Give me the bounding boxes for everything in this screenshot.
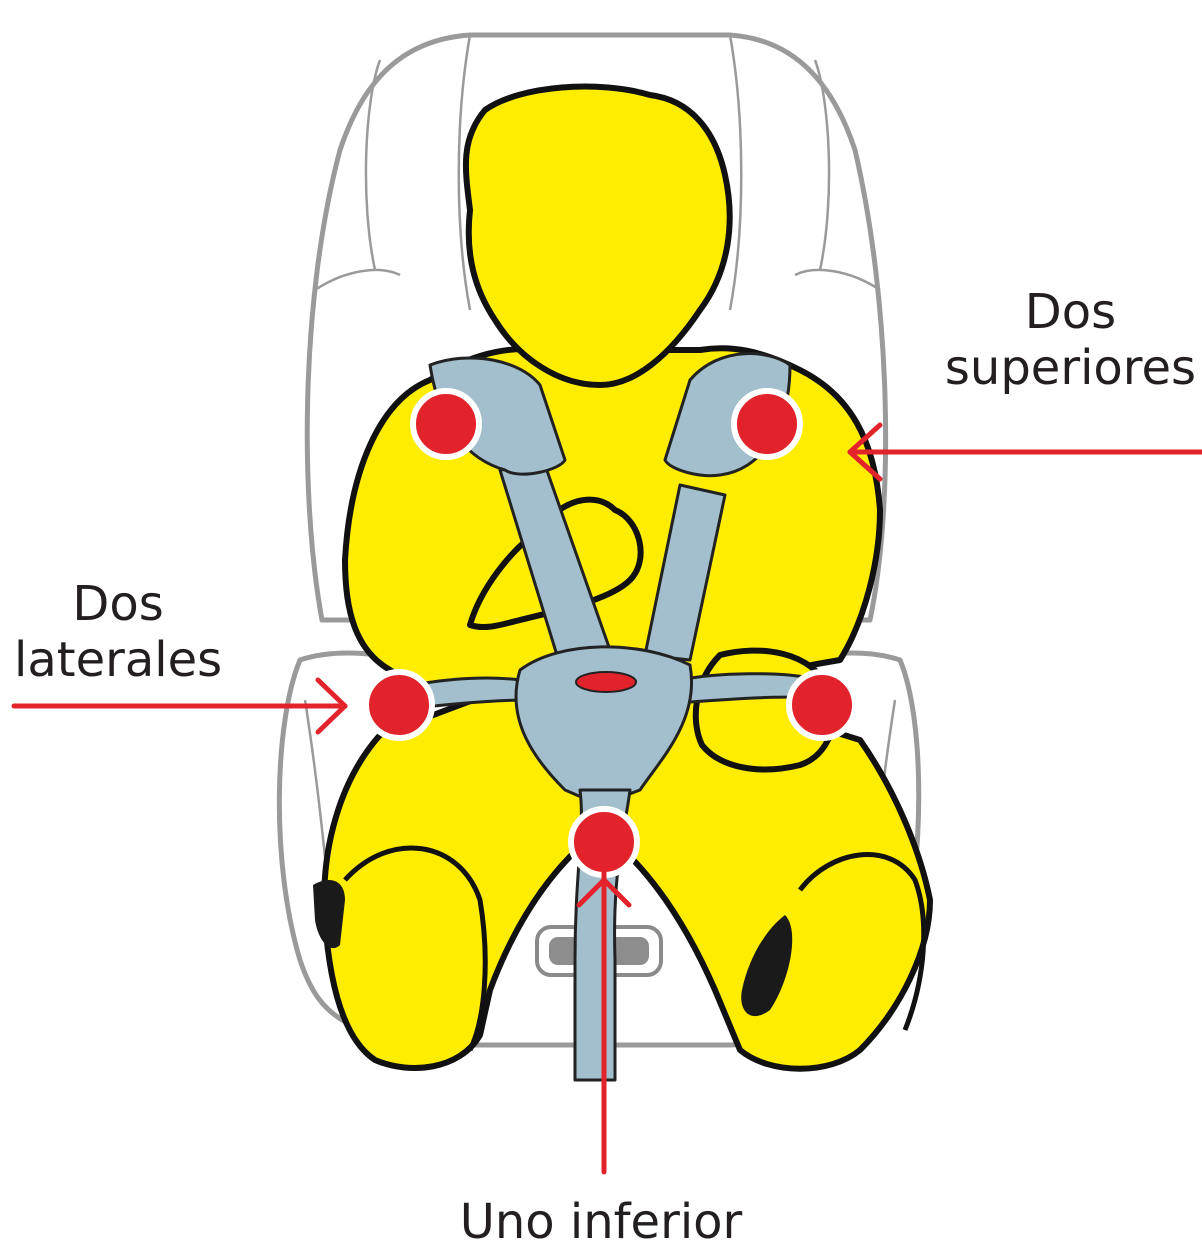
label-two-upper: Dos superiores [945,288,1196,392]
label-one-lower: Uno inferior [0,1198,1202,1246]
label-two-side-line1: Dos [14,580,222,628]
label-two-side: Dos laterales [14,580,222,684]
buckle-release-button [576,672,636,692]
label-two-side-line2: laterales [14,636,222,684]
marker-top-left [413,391,479,457]
label-two-upper-line1: Dos [945,288,1196,336]
arrow-top [850,425,1202,479]
label-two-upper-line2: superiores [945,344,1196,392]
marker-top-right [734,391,800,457]
marker-side-left [366,672,432,738]
marker-side-right [789,672,855,738]
